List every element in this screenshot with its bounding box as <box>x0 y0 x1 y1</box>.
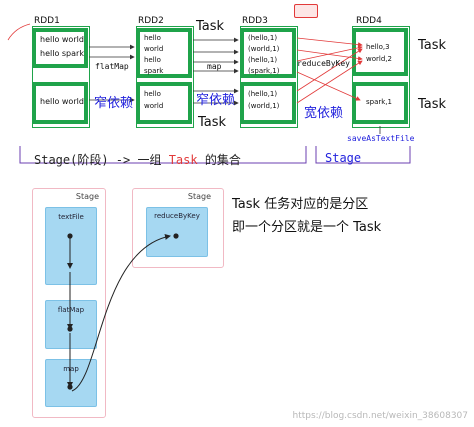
rdd1-box <box>32 26 90 128</box>
watermark: https://blog.csdn.net/weixin_38608307 <box>292 411 468 421</box>
rdd3-label: RDD3 <box>242 16 268 26</box>
rdd3-p1-line4: (spark,1) <box>248 67 280 75</box>
rdd2-p1-line1: hello <box>144 34 161 42</box>
task-label-3: Task <box>418 97 447 112</box>
note-line-1: Task 任务对应的是分区 <box>232 197 369 212</box>
stage-bracket-1 <box>19 146 307 164</box>
task-label-2: Task <box>418 38 447 53</box>
rdd2-partition-2: hello world <box>136 82 192 124</box>
rdd1-partition-2: hello world <box>32 82 88 124</box>
rdd3-partition-1: (hello,1) (world,1) (hello,1) (spark,1) <box>240 28 296 78</box>
node-flatmap-label: flatMap <box>57 306 85 314</box>
rdd3-p1-line2: (world,1) <box>248 45 280 53</box>
node-textfile-label: textFile <box>58 213 84 221</box>
dep-wide: 宽依赖 <box>304 106 344 121</box>
stage-caption-suffix: 的集合 <box>197 153 241 167</box>
rdd1-p2-line1: hello world <box>40 97 84 106</box>
rdd4-p2-line1: spark,1 <box>366 98 392 106</box>
task-label-4: Task <box>198 115 227 130</box>
rdd3-p2-line2: (world,1) <box>248 102 280 110</box>
op-reducebykey: reduceByKey <box>297 59 350 68</box>
node-map-label: map <box>63 365 79 373</box>
task-label-1: Task <box>196 19 225 34</box>
rdd3-p1-line1: (hello,1) <box>248 34 278 42</box>
rdd3-p2-line1: (hello,1) <box>248 90 278 98</box>
rdd4-p1-line1: hello,3 <box>366 43 390 51</box>
save-disk-icon <box>294 4 318 18</box>
rdd4-partition-1: hello,3 world,2 <box>352 28 408 76</box>
node-textfile: textFile <box>45 207 97 285</box>
rdd2-p1-line3: hello <box>144 56 161 64</box>
rdd2-partition-1: hello world hello spark <box>136 28 192 78</box>
stage-2-title: Stage <box>187 192 211 201</box>
rdd2-p1-line4: spark <box>144 67 164 75</box>
dep-narrow-1: 窄依赖 <box>94 96 134 111</box>
rdd4-p1-line2: world,2 <box>366 55 392 63</box>
stage-1-title: Stage <box>75 192 99 201</box>
op-flatmap: flatMap <box>95 62 129 71</box>
note-line-2: 即一个分区就是一个 Task <box>232 220 382 235</box>
rdd3-p1-line3: (hello,1) <box>248 56 278 64</box>
op-map: map <box>207 62 222 71</box>
node-reducebykey: reduceByKey <box>146 207 208 257</box>
rdd1-partition-1: hello world hello spark <box>32 28 88 68</box>
stage-label-right: Stage <box>325 151 362 165</box>
rdd1-label: RDD1 <box>34 16 60 26</box>
rdd4-box <box>352 26 410 128</box>
node-reducebykey-label: reduceByKey <box>154 212 200 220</box>
rdd4-label: RDD4 <box>356 16 382 26</box>
stage-caption-prefix: Stage(阶段) -> 一组 <box>34 153 169 167</box>
rdd4-partition-2: spark,1 <box>352 82 408 124</box>
stage-bracket-2 <box>315 146 411 164</box>
rdd1-p1-line2: hello spark <box>40 48 84 58</box>
rdd2-p2-line1: hello <box>144 90 161 98</box>
top-arrows <box>7 23 411 164</box>
dep-narrow-2: 窄依赖 <box>196 93 236 108</box>
rdd2-p1-line2: world <box>144 45 164 53</box>
rdd2-label: RDD2 <box>138 16 164 26</box>
rdd1-p1-line1: hello world <box>40 35 84 44</box>
stage-caption-task: Task <box>168 153 198 167</box>
bottom-arrows <box>67 233 179 392</box>
op-save: saveAsTextFile <box>347 134 415 143</box>
rdd3-partition-2: (hello,1) (world,1) <box>240 82 296 124</box>
rdd2-p2-line2: world <box>144 102 164 110</box>
stage-caption: Stage(阶段) -> 一组 Task 的集合 <box>34 151 241 168</box>
